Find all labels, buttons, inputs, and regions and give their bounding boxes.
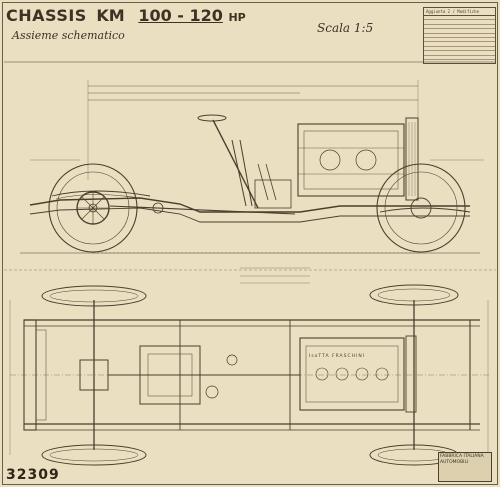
cylinder-detail xyxy=(355,149,377,171)
drawing-subtitle: Assieme schematico xyxy=(12,29,125,42)
revision-row xyxy=(424,38,495,43)
revision-row xyxy=(424,34,495,38)
revision-row xyxy=(424,29,495,34)
side-view xyxy=(20,80,484,284)
revision-row xyxy=(424,20,495,25)
company-stamp: FABBRICA ITALIANA AUTOMOBILI xyxy=(438,452,492,482)
plan-view xyxy=(9,284,490,466)
sheet-number: 32309 xyxy=(6,467,60,483)
front-wheel-rim xyxy=(384,171,458,245)
steering-wheel xyxy=(197,114,227,122)
rear-leaf-spring xyxy=(51,190,151,197)
engine-plan xyxy=(299,337,405,411)
cylinder-detail xyxy=(319,149,341,171)
revision-header: Aggiunta 2 / Modifiche xyxy=(424,8,495,16)
engine-block xyxy=(297,123,405,197)
radiator-plan xyxy=(405,335,417,413)
brake-lever xyxy=(239,139,253,207)
gear-lever xyxy=(231,139,247,207)
revision-row xyxy=(424,47,495,52)
chassis-rail xyxy=(29,197,470,213)
revision-row xyxy=(424,16,495,21)
engine-label: IsoTTA FRASCHINI xyxy=(309,354,366,359)
gearbox xyxy=(254,179,292,209)
drawing-scale: Scala 1:5 xyxy=(317,21,374,35)
revision-table: Aggiunta 2 / Modifiche xyxy=(423,7,496,64)
title-model: KM xyxy=(96,6,125,25)
drawing-title: CHASSIS KM 100 - 120 HP xyxy=(6,6,246,25)
revision-row xyxy=(424,42,495,47)
driveshaft xyxy=(109,205,296,215)
radiator xyxy=(405,117,419,201)
revision-row xyxy=(424,51,495,56)
steering-column xyxy=(212,119,259,209)
universal-joint xyxy=(152,202,164,214)
title-power: 100 - 120 xyxy=(138,6,223,25)
front-leaf-spring xyxy=(379,207,471,213)
stamp-text: FABBRICA ITALIANA AUTOMOBILI xyxy=(440,454,484,465)
title-chassis: CHASSIS xyxy=(6,6,87,25)
revision-row xyxy=(424,56,495,60)
revision-row xyxy=(424,25,495,30)
front-wheel-tyre xyxy=(376,163,466,253)
title-unit: HP xyxy=(228,11,246,24)
